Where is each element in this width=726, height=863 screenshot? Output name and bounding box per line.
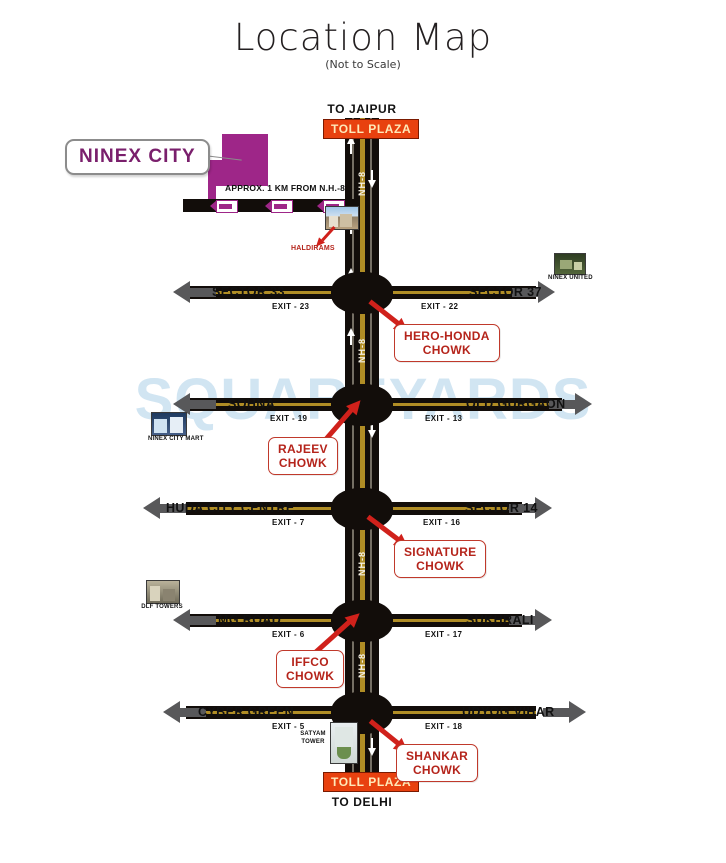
highway-arrow-stem — [350, 144, 352, 154]
direction-tail-left — [180, 708, 206, 717]
exit-label-18: EXIT - 18 — [425, 722, 463, 731]
ninex-city-label[interactable]: NINEX CITY — [65, 139, 210, 175]
junction-signature — [331, 488, 393, 530]
direction-arrow-right-icon — [569, 701, 586, 723]
direction-tail-left — [160, 504, 186, 513]
exit-label-23: EXIT - 23 — [272, 302, 310, 311]
nh8-median — [360, 118, 365, 784]
highway-arrow-down-icon — [368, 748, 376, 756]
direction-tail-left — [190, 288, 216, 297]
direction-arrow-left-icon — [173, 609, 190, 631]
toll-plaza-north: TOLL PLAZA — [323, 119, 420, 139]
direction-arrow-left-icon — [163, 701, 180, 723]
distance-note: APPROX. 1 KM FROM N.H.-8 — [225, 183, 346, 193]
place-sector-14: SECTOR 14 — [465, 501, 538, 515]
cross-road-right — [376, 286, 536, 299]
exit-label-19: EXIT - 19 — [270, 414, 308, 423]
place-mg-road: MG ROAD — [218, 613, 282, 627]
direction-arrow-right-icon — [538, 281, 555, 303]
direction-tail-left — [190, 400, 216, 409]
ninex-city-block-wing — [208, 160, 226, 186]
chowk-label-signature[interactable]: SIGNATURE CHOWK — [394, 540, 487, 578]
highway-arrow-stem — [371, 738, 373, 748]
chowk-label-iffco[interactable]: IFFCO CHOWK — [276, 650, 345, 688]
chowk-label-shankar[interactable]: SHANKAR CHOWK — [396, 744, 479, 782]
cross-road-right — [376, 398, 562, 411]
landmark-caption-dlf-towers: DLF TOWERS — [141, 604, 183, 610]
ninex-city-connector — [208, 186, 216, 206]
landmark-thumbnail-ninex-city-mart — [151, 412, 187, 436]
cross-road-right — [376, 502, 522, 515]
nh8-label: NH-8 — [357, 170, 367, 196]
junction-hero-honda — [331, 272, 393, 314]
direction-arrow-left-icon — [173, 393, 190, 415]
highway-arrow-up-icon — [347, 136, 355, 144]
highway-arrow-stem — [371, 170, 373, 180]
place-udyog-vihar: UDYOG VIHAR — [462, 705, 555, 719]
place-sohna: SOHNA — [228, 397, 276, 411]
direction-arrow-right-icon — [535, 609, 552, 631]
highway-arrow-stem — [350, 336, 352, 345]
landmark-thumbnail-dlf-towers — [146, 580, 180, 604]
exit-label-6: EXIT - 6 — [272, 630, 305, 639]
direction-arrow-right-icon — [535, 497, 552, 519]
landmark-caption-ninex-united: NINEX UNITED — [548, 275, 593, 281]
highway-arrow-down-icon — [368, 180, 376, 188]
landmark-caption-ninex-city-mart: NINEX CITY MART — [148, 436, 204, 442]
direction-tail-right — [512, 288, 538, 297]
destination-delhi: TO DELHI — [331, 795, 393, 809]
place-old-gurgaon: OLD GURGAON — [466, 397, 566, 411]
landmark-thumbnail-haldirams — [325, 206, 359, 230]
exit-label-5: EXIT - 5 — [272, 722, 305, 731]
access-direction-arrow-icon — [210, 200, 238, 213]
chowk-label-rajeev[interactable]: RAJEEV CHOWK — [268, 437, 338, 475]
landmark-caption-satyam-tower: SATYAM TOWER — [300, 731, 326, 745]
exit-label-22: EXIT - 22 — [421, 302, 459, 311]
direction-arrow-left-icon — [173, 281, 190, 303]
cross-road-left — [186, 706, 348, 719]
nh8-lane-right — [370, 118, 372, 784]
highway-arrow-down-icon — [368, 430, 376, 438]
cross-road-right — [376, 706, 536, 719]
toll-plaza-south: TOLL PLAZA — [323, 772, 420, 792]
direction-tail-right — [509, 616, 535, 625]
landmark-thumbnail-ninex-united — [554, 253, 586, 275]
landmark-caption-haldirams: HALDIRAMS — [291, 245, 335, 252]
nh8-lane-left — [352, 118, 354, 784]
direction-tail-right — [543, 708, 569, 717]
exit-label-7: EXIT - 7 — [272, 518, 305, 527]
place-sukhrali: SUKHRALI — [466, 613, 534, 627]
cross-road-right — [376, 614, 522, 627]
cross-road-left — [186, 286, 348, 299]
nh8-label: NH-8 — [357, 652, 367, 678]
direction-tail-right — [549, 400, 575, 409]
direction-tail-left — [190, 616, 216, 625]
direction-arrow-left-icon — [143, 497, 160, 519]
exit-label-17: EXIT - 17 — [425, 630, 463, 639]
ninex-city-block — [222, 134, 268, 186]
chowk-label-hero-honda[interactable]: HERO-HONDA CHOWK — [394, 324, 500, 362]
place-huda-city-centre: HUDA CITY CENTRE — [166, 501, 295, 515]
direction-arrow-right-icon — [575, 393, 592, 415]
place-sector-33: SECTOR 33 — [212, 285, 285, 299]
page-subtitle: (Not to Scale) — [325, 58, 401, 71]
nh8-label: NH-8 — [357, 337, 367, 363]
landmark-thumbnail-satyam-tower — [330, 722, 358, 764]
destination-jaipur: TO JAIPUR — [327, 102, 397, 116]
exit-label-16: EXIT - 16 — [423, 518, 461, 527]
place-sector-37: SECTOR 37 — [469, 285, 542, 299]
direction-tail-right — [509, 504, 535, 513]
cross-road-left — [186, 614, 348, 627]
nh8-label: NH-8 — [357, 550, 367, 576]
access-direction-arrow-icon — [265, 200, 293, 213]
cross-road-left — [186, 502, 348, 515]
place-cyber-green: CYBER GREEN — [198, 705, 295, 719]
page-title: Location Map — [233, 16, 493, 59]
exit-label-13: EXIT - 13 — [425, 414, 463, 423]
junction-iffco — [331, 600, 393, 642]
highway-arrow-up-icon — [347, 328, 355, 336]
cross-road-left — [186, 398, 348, 411]
